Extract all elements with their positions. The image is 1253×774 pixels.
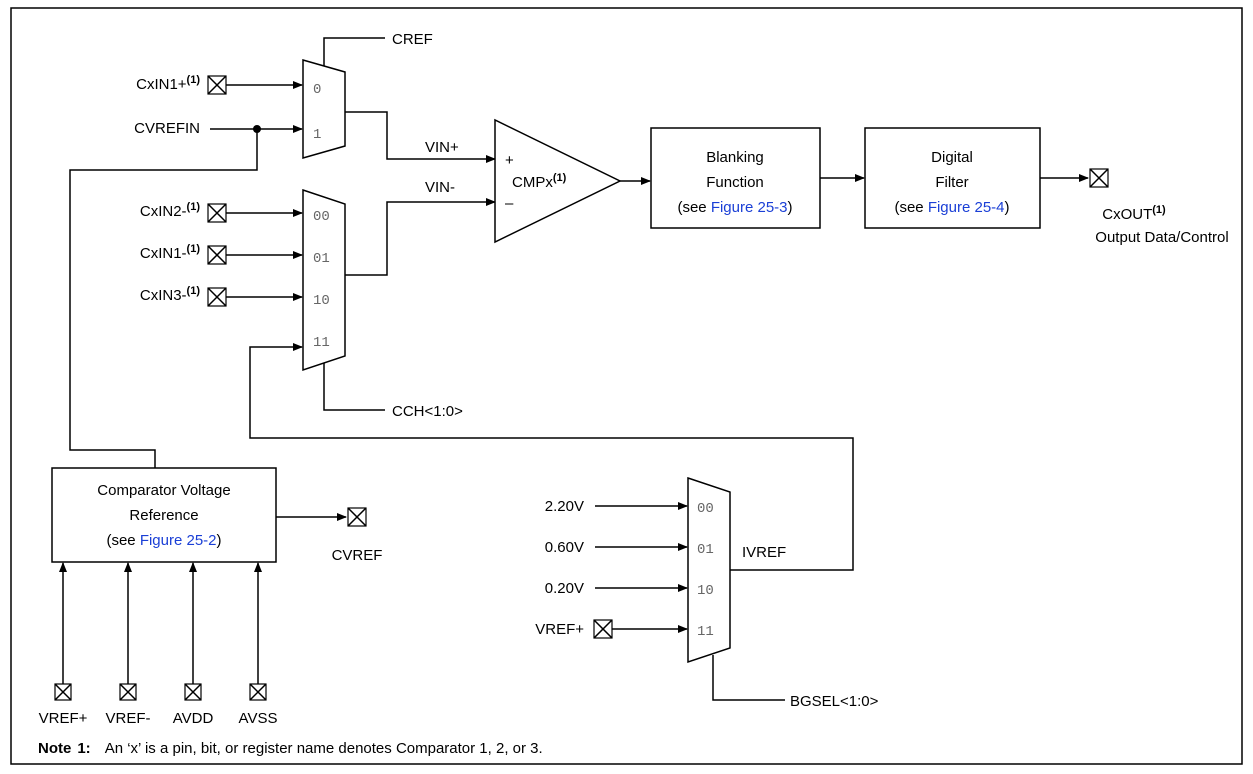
mux-bgsel-sel-10: 10 (697, 583, 714, 599)
mux-cch-sel-00: 00 (313, 209, 330, 225)
mux-cref-sel-0: 0 (313, 82, 321, 98)
cvr-pin-avss-label: AVSS (239, 710, 278, 727)
diagram-frame (10, 7, 1243, 765)
cvref-pin-icon (347, 507, 367, 527)
cvr-pin-vref-plus-icon (54, 683, 72, 701)
mux-cref-sel-1: 1 (313, 127, 321, 143)
figure-25-4-link[interactable]: Figure 25-4 (928, 199, 1005, 216)
cvref-line2: Reference (129, 507, 198, 524)
bgsel-line (712, 655, 785, 701)
comparator-label: CMPx(1) (512, 172, 567, 191)
cvr-pin-vref-minus-label: VREF- (106, 710, 151, 727)
mux-cch (302, 188, 346, 372)
vin-minus-label: VIN- (425, 179, 455, 196)
blanking-see: (see Figure 25-3) (677, 199, 792, 216)
cvref-out-label: CVREF (332, 547, 383, 564)
cch-label: CCH<1:0> (392, 403, 463, 420)
vin-plus-label: VIN+ (425, 139, 459, 156)
cxin3-minus-pin-icon (207, 287, 227, 307)
filter-line1: Digital (931, 149, 973, 166)
cvrefin-feedback-wire (69, 129, 258, 468)
cvr-pin-vref-minus-icon (119, 683, 137, 701)
mux-cch-sel-11: 11 (313, 335, 330, 351)
cvr-pin-avdd-label: AVDD (173, 710, 214, 727)
cvref-line1: Comparator Voltage (97, 482, 230, 499)
comparator-cmpx (494, 118, 622, 244)
figure-25-2-link[interactable]: Figure 25-2 (140, 532, 217, 549)
figure-25-3-link[interactable]: Figure 25-3 (711, 199, 788, 216)
cxin3-minus-label: CxIN3-(1) (140, 285, 200, 304)
comparator-plus: + (505, 152, 514, 169)
cvr-pin-avss-icon (249, 683, 267, 701)
cxin1-minus-label: CxIN1-(1) (140, 243, 200, 262)
cxout-pin-icon (1089, 168, 1109, 188)
filter-line2: Filter (935, 174, 968, 191)
mux3-in-0v60: 0.60V (545, 539, 584, 556)
cref-line (323, 37, 385, 66)
filter-see: (see Figure 25-4) (894, 199, 1009, 216)
mux-bgsel (687, 476, 731, 664)
cxin2-minus-label: CxIN2-(1) (140, 201, 200, 220)
vin-plus-wire (345, 111, 496, 163)
ivref-feedback-wire (249, 343, 854, 571)
mux-cref (302, 59, 346, 159)
cvr-pin-vref-plus-label: VREF+ (39, 710, 88, 727)
ivref-label: IVREF (742, 544, 786, 561)
blanking-line1: Blanking (706, 149, 764, 166)
cvr-pin-avdd-icon (184, 683, 202, 701)
cvref-block (51, 467, 277, 563)
mux3-in-vref-plus: VREF+ (535, 621, 584, 638)
cxin1-plus-pin-icon (207, 75, 227, 95)
mux-cch-sel-01: 01 (313, 251, 330, 267)
mux-cch-sel-10: 10 (313, 293, 330, 309)
cxin2-minus-pin-icon (207, 203, 227, 223)
mux-bgsel-sel-01: 01 (697, 542, 714, 558)
cxin1-minus-pin-icon (207, 245, 227, 265)
cxout-desc: Output Data/Control (1095, 229, 1228, 246)
mux-bgsel-sel-11: 11 (697, 624, 714, 640)
bgsel-label: BGSEL<1:0> (790, 693, 879, 710)
blanking-line2: Function (706, 174, 764, 191)
mux-bgsel-sel-00: 00 (697, 501, 714, 517)
cvrefin-label: CVREFIN (134, 120, 200, 137)
mux3-vref-plus-pin-icon (593, 619, 613, 639)
comparator-minus: – (505, 195, 514, 212)
cxin1-plus-label: CxIN1+(1) (136, 74, 200, 93)
mux3-in-2v20: 2.20V (545, 498, 584, 515)
cref-label: CREF (392, 31, 433, 48)
vin-minus-wire (345, 198, 496, 276)
mux3-in-0v20: 0.20V (545, 580, 584, 597)
cxout-label: CxOUT(1) (1102, 204, 1166, 223)
cvref-see: (see Figure 25-2) (106, 532, 221, 549)
cch-line (323, 363, 385, 411)
